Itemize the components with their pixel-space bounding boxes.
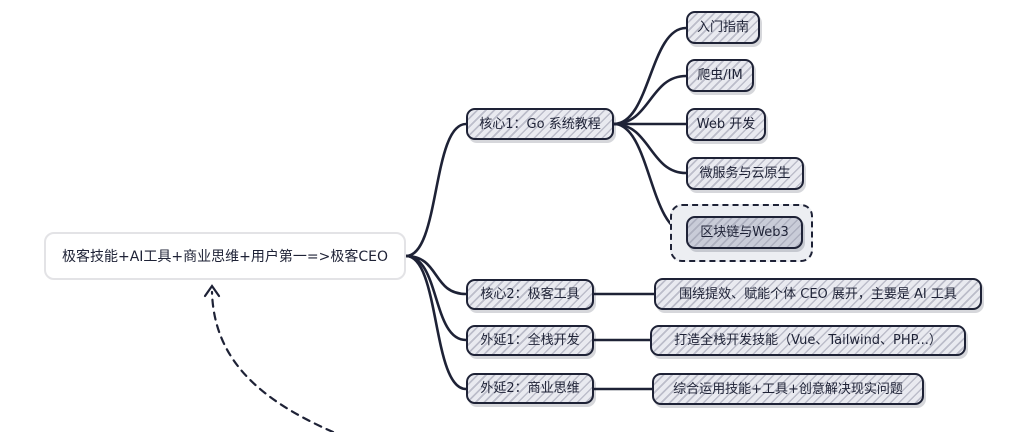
leaf-microservices[interactable]: 微服务与云原生: [686, 157, 804, 190]
branch-ext2[interactable]: 外延2：商业思维: [466, 373, 594, 404]
connector-core1-intro: [612, 26, 688, 126]
connector-root-ext2: [404, 254, 468, 391]
root-node[interactable]: 极客技能+AI工具+商业思维+用户第一=>极客CEO: [44, 232, 406, 280]
dashed-arrow-line: [210, 290, 335, 432]
connector-root-core2: [404, 254, 468, 296]
leaf-blockchain-web3[interactable]: 区块链与Web3: [686, 216, 803, 249]
connector-core1-crawler: [612, 74, 688, 126]
branch-ext1[interactable]: 外延1：全栈开发: [466, 325, 594, 356]
branch-core2[interactable]: 核心2：极客工具: [466, 279, 594, 310]
leaf-business-desc[interactable]: 综合运用技能+工具+创意解决现实问题: [652, 373, 924, 405]
connector-core1-microservice: [612, 122, 688, 175]
branch-core1[interactable]: 核心1：Go 系统教程: [466, 108, 614, 140]
leaf-fullstack-desc[interactable]: 打造全栈开发技能（Vue、Tailwind、PHP...）: [650, 325, 966, 356]
leaf-crawler-im[interactable]: 爬虫/IM: [686, 59, 754, 92]
leaf-web-dev[interactable]: Web 开发: [686, 108, 766, 141]
leaf-geek-tools-desc[interactable]: 围绕提效、赋能个体 CEO 展开，主要是 AI 工具: [654, 278, 982, 310]
connector-root-core1: [404, 122, 468, 258]
leaf-intro-guide[interactable]: 入门指南: [686, 11, 760, 44]
dashed-arrow-head: [203, 284, 221, 298]
